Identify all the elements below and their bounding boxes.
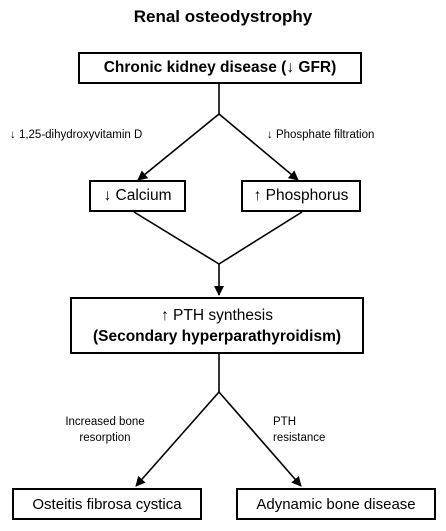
edge-label-pth-resistance-line1: PTH bbox=[273, 416, 296, 428]
edge-label-bone-resorption-line1: Increased bone bbox=[65, 416, 145, 428]
node-phosphorus: ↑ Phosphorus bbox=[241, 180, 361, 212]
arrow-to-calcium bbox=[137, 113, 220, 181]
arrow-to-osteitis bbox=[135, 391, 220, 487]
edge-label-pth-resistance: PTH resistance bbox=[273, 414, 325, 446]
node-pth: ↑ PTH synthesis (Secondary hyperparathyr… bbox=[70, 297, 364, 354]
node-pth-line1: ↑ PTH synthesis bbox=[161, 306, 273, 324]
node-calcium-label: ↓ Calcium bbox=[103, 187, 172, 204]
edge-label-vitd: ↓ 1,25-dihydroxyvitamin D bbox=[10, 129, 143, 141]
node-ckd-label: Chronic kidney disease (↓ GFR) bbox=[103, 59, 337, 76]
node-adynamic-label: Adynamic bone disease bbox=[256, 495, 416, 513]
diagram-title: Renal osteodystrophy bbox=[133, 7, 313, 26]
edge-label-pth-resistance-line2: resistance bbox=[273, 432, 326, 444]
node-osteitis-label: Osteitis fibrosa cystica bbox=[32, 495, 182, 513]
phosphorus-down-line bbox=[218, 211, 303, 265]
node-osteitis: Osteitis fibrosa cystica bbox=[12, 488, 202, 520]
edge-label-bone-resorption: Increased bone resorption bbox=[50, 414, 160, 446]
node-phosphorus-label: ↑ Phosphorus bbox=[253, 187, 349, 204]
node-ckd: Chronic kidney disease (↓ GFR) bbox=[78, 52, 362, 84]
arrow-to-phosphorus bbox=[218, 113, 299, 181]
node-adynamic: Adynamic bone disease bbox=[236, 488, 436, 520]
calcium-down-line bbox=[133, 211, 220, 265]
node-pth-line2: (Secondary hyperparathyroidism) bbox=[92, 327, 342, 345]
edge-label-phosphate: ↓ Phosphate filtration bbox=[267, 129, 375, 141]
node-calcium: ↓ Calcium bbox=[89, 180, 186, 212]
edge-label-bone-resorption-line2: resorption bbox=[79, 432, 131, 444]
arrow-to-adynamic bbox=[218, 391, 302, 487]
